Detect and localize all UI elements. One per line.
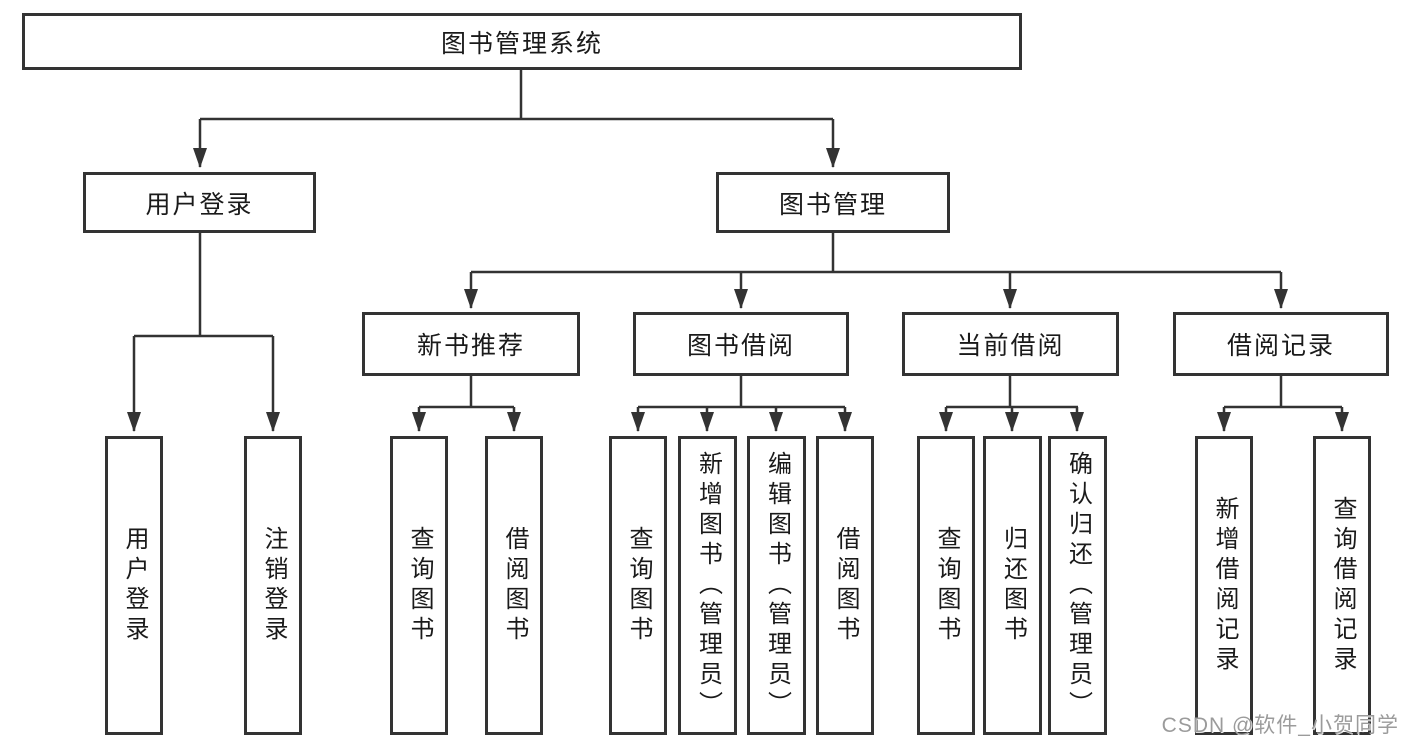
leaf-return-book: 归还图书 — [983, 436, 1042, 735]
leaf-query-books-recommend-label: 查询图书 — [406, 525, 433, 646]
leaf-query-books-current: 查询图书 — [917, 436, 975, 735]
leaf-query-books-borrow: 查询图书 — [609, 436, 667, 735]
node-new-book-recommendation: 新书推荐 — [362, 312, 580, 376]
leaf-borrow-books-recommend-label: 借阅图书 — [501, 525, 528, 646]
leaf-query-borrow-record: 查询借阅记录 — [1313, 436, 1371, 735]
leaf-query-books-recommend: 查询图书 — [390, 436, 448, 735]
node-root: 图书管理系统 — [22, 13, 1022, 70]
leaf-logout: 注销登录 — [244, 436, 302, 735]
leaf-query-books-current-label: 查询图书 — [933, 525, 960, 646]
leaf-edit-book-admin: 编辑图书（管理员） — [747, 436, 806, 735]
leaf-borrow-books-borrow-label: 借阅图书 — [832, 525, 859, 646]
leaf-add-borrow-record-label: 新增借阅记录 — [1211, 495, 1238, 676]
node-current-borrowing-label: 当前借阅 — [956, 332, 1065, 360]
leaf-query-borrow-record-label: 查询借阅记录 — [1329, 495, 1356, 676]
leaf-confirm-return-admin-label: 确认归还（管理员） — [1064, 450, 1092, 721]
node-user-login: 用户登录 — [83, 172, 316, 233]
node-current-borrowing: 当前借阅 — [902, 312, 1119, 376]
leaf-user-login-label: 用户登录 — [121, 525, 148, 646]
leaf-logout-label: 注销登录 — [260, 525, 287, 646]
leaf-query-books-borrow-label: 查询图书 — [625, 525, 652, 646]
node-book-borrowing: 图书借阅 — [633, 312, 849, 376]
node-user-login-label: 用户登录 — [145, 190, 254, 219]
node-book-management: 图书管理 — [716, 172, 950, 233]
node-root-label: 图书管理系统 — [440, 29, 603, 58]
leaf-add-book-admin-label: 新增图书（管理员） — [694, 450, 722, 721]
leaf-edit-book-admin-label: 编辑图书（管理员） — [763, 450, 791, 721]
node-book-management-label: 图书管理 — [778, 190, 887, 219]
leaf-return-book-label: 归还图书 — [999, 525, 1027, 646]
leaf-borrow-books-recommend: 借阅图书 — [485, 436, 543, 735]
leaf-add-borrow-record: 新增借阅记录 — [1195, 436, 1253, 735]
node-borrowing-records: 借阅记录 — [1173, 312, 1389, 376]
node-book-borrowing-label: 图书借阅 — [686, 332, 795, 360]
leaf-add-book-admin: 新增图书（管理员） — [678, 436, 737, 735]
node-borrowing-records-label: 借阅记录 — [1226, 332, 1335, 360]
node-new-book-recommendation-label: 新书推荐 — [416, 332, 525, 360]
leaf-borrow-books-borrow: 借阅图书 — [816, 436, 874, 735]
leaf-confirm-return-admin: 确认归还（管理员） — [1048, 436, 1107, 735]
watermark: CSDN @软件_小贺同学 — [1161, 714, 1399, 737]
leaf-user-login: 用户登录 — [105, 436, 163, 735]
